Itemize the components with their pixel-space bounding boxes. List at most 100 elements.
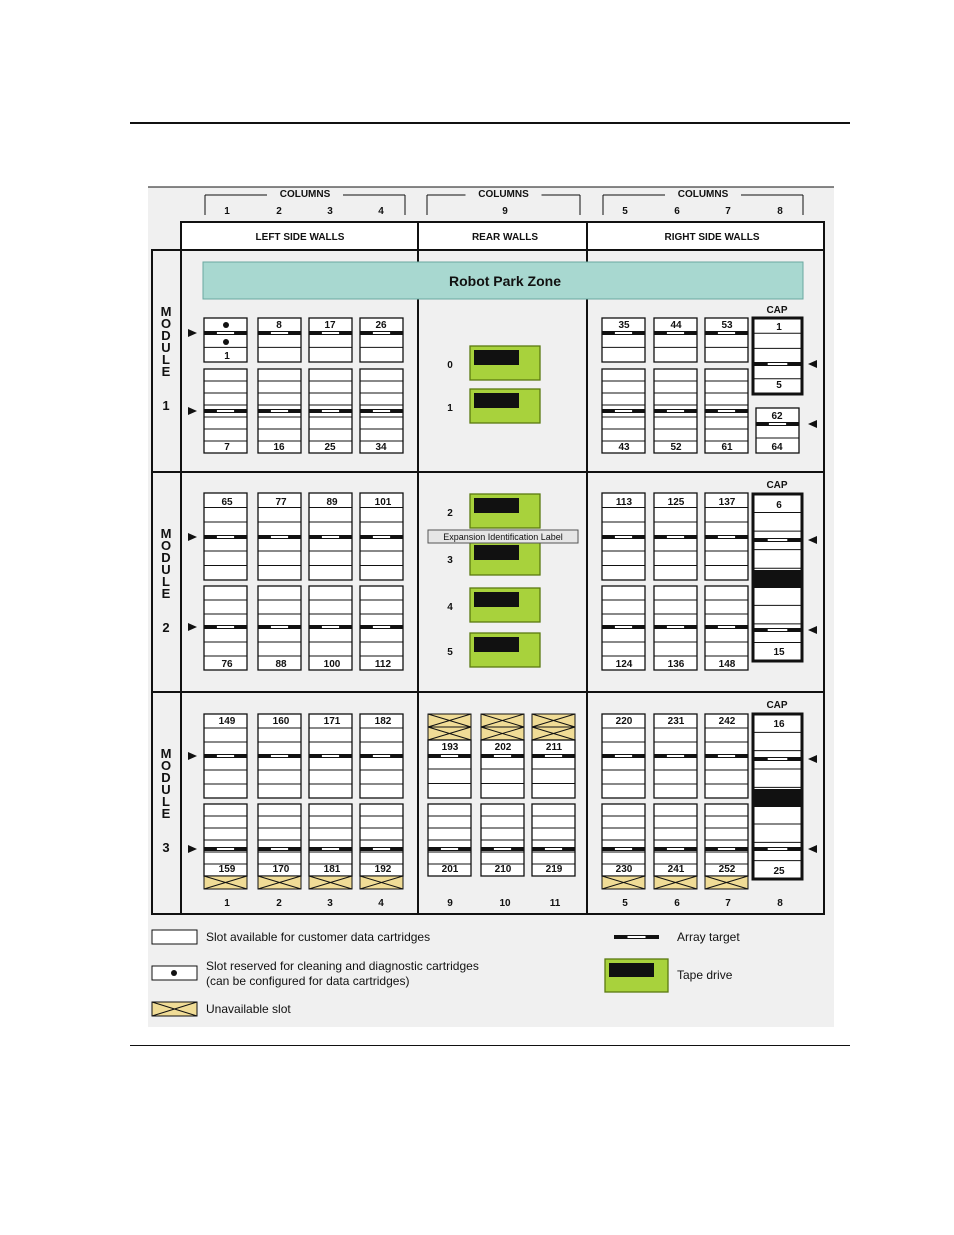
m3-rear-lower-slot-group-target-gap: [544, 848, 563, 850]
slot-number: 242: [719, 716, 736, 727]
m1-right-lower-slot-group-target-gap: [666, 410, 685, 412]
bottom-column-number: 6: [674, 898, 680, 909]
module-label-letter: E: [162, 806, 171, 821]
slot-number: 171: [324, 716, 341, 727]
m2-left-lower-slot-group-target-gap: [372, 626, 391, 628]
slot-number: 89: [326, 497, 338, 508]
m2-right-lower-slot-group-target-gap: [614, 626, 633, 628]
array-target-arrow: [188, 533, 197, 541]
m1-left-lower-slot-group-target-gap: [270, 410, 289, 412]
cap-label: CAP: [766, 305, 787, 316]
slot-number: 220: [616, 716, 633, 727]
m3-rear-upper-slot-group-target-gap: [544, 755, 563, 757]
array-target-arrow: [808, 420, 817, 428]
left-column-number: 3: [327, 206, 333, 217]
left-column-number: 4: [378, 206, 384, 217]
tape-drive-4-label: 4: [447, 602, 453, 613]
module-label-letter: O: [161, 538, 171, 553]
cap-slot-number: 62: [771, 411, 783, 422]
robot-park-zone: [202, 261, 804, 300]
rear-columns-bracket-gap: [465, 188, 542, 200]
unavailable-slot-x2: [257, 875, 302, 890]
slot-number: 148: [719, 659, 736, 670]
m2-right-lower-slot-group-target-gap: [717, 626, 736, 628]
rear-columns-bracket-title: COLUMNS: [478, 189, 529, 200]
expansion-identification-label-text: Expansion Identification Label: [443, 532, 563, 542]
right-column-number: 6: [674, 206, 680, 217]
unavailable-slot-x2: [308, 875, 353, 890]
module-label-letter: U: [161, 340, 170, 355]
bottom-column-number: 3: [327, 898, 333, 909]
m2-left-lower-slot-group-target-gap: [216, 626, 235, 628]
legend-available-text: Slot available for customer data cartrid…: [206, 930, 430, 944]
array-target-arrow: [188, 407, 197, 415]
legend-unavailable-text: Unavailable slot: [206, 1002, 291, 1016]
module-label-letter: O: [161, 316, 171, 331]
slot-number: 252: [719, 864, 736, 875]
module-label-letter: U: [161, 782, 170, 797]
m1-right-lower-slot-group-target-gap: [614, 410, 633, 412]
bottom-column-number: 1: [224, 898, 230, 909]
tape-drive-5-label: 5: [447, 647, 453, 658]
tape-drive-1-slot: [474, 393, 519, 408]
right-column-number: 7: [725, 206, 731, 217]
m2-left-upper-slot-group-target-gap: [216, 536, 235, 538]
m3-rear-lower-slot-group-target-gap: [493, 848, 512, 850]
legend-available-swatch: [151, 929, 198, 945]
m3-rear-lower-slot-group-target-gap: [440, 848, 459, 850]
m2-left-upper-slot-group-target-gap: [270, 536, 289, 538]
unavailable-slot-x2: [480, 713, 525, 728]
slot-number: 35: [618, 320, 630, 331]
m3-right-upper-slot-group-target-gap: [614, 755, 633, 757]
m1-left-upper-slot-group-target-gap: [321, 332, 340, 334]
cap-target-gap: [767, 848, 788, 850]
bottom-column-number: 2: [276, 898, 282, 909]
slot-number: 230: [616, 864, 633, 875]
legend-tape-drive-slot: [609, 963, 654, 977]
legend-unavailable-swatch-x2: [151, 1001, 198, 1017]
slot-number: 100: [324, 659, 341, 670]
cap-label: CAP: [766, 700, 787, 711]
bottom-column-number: 7: [725, 898, 731, 909]
module-label-letter: D: [161, 770, 170, 785]
legend-array-target-text: Array target: [677, 930, 740, 944]
slot-number: 136: [668, 659, 685, 670]
unavailable-slot-x2: [427, 726, 472, 741]
m1-cap-small-slot-group: [755, 407, 800, 454]
expansion-identification-label: [427, 529, 579, 544]
tape-drive-2-label: 2: [447, 508, 453, 519]
m3-right-upper-slot-group-target-gap: [666, 755, 685, 757]
m1-left-upper-slot-group-target-gap: [270, 332, 289, 334]
slot-number: 113: [616, 497, 633, 508]
module-label-letter: M: [161, 304, 172, 319]
left-columns-bracket-title: COLUMNS: [280, 189, 331, 200]
module-label-letter: E: [162, 586, 171, 601]
bottom-column-number: 8: [777, 898, 783, 909]
slot-number: 101: [375, 497, 392, 508]
slot-number: 231: [668, 716, 685, 727]
slot-number: 7: [224, 442, 230, 453]
m1-left-lower-slot-group-target-gap: [372, 410, 391, 412]
legend-reserved-text: (can be configured for data cartridges): [206, 974, 409, 988]
slot-number: 193: [442, 742, 459, 753]
m2-cap-slot-group-target-gap: [767, 539, 788, 541]
m2-left-upper-slot-group-target-gap: [321, 536, 340, 538]
slot-number: 34: [375, 442, 387, 453]
m1-left-upper-slot-group-target-gap: [216, 332, 235, 334]
m3-right-lower-slot-group-target-gap: [717, 848, 736, 850]
tape-drive-0-label: 0: [447, 360, 453, 371]
left-columns-bracket-gap: [267, 188, 343, 200]
tape-drive-5-slot: [474, 637, 519, 652]
array-target-arrow: [808, 536, 817, 544]
tape-drive-3-slot: [474, 545, 519, 560]
tape-drive-3-label: 3: [447, 555, 453, 566]
cap-blocked-section: [753, 789, 802, 807]
module-label-letter: E: [162, 364, 171, 379]
slot-number: 77: [275, 497, 287, 508]
m1-right-upper-slot-group-target-gap: [614, 332, 633, 334]
reserved-slot-dot: [223, 322, 229, 328]
m3-rear-upper-slot-group-target-gap: [493, 755, 512, 757]
m3-cap-slot-group-target-gap: [767, 758, 788, 760]
slot-number: 211: [546, 742, 563, 753]
